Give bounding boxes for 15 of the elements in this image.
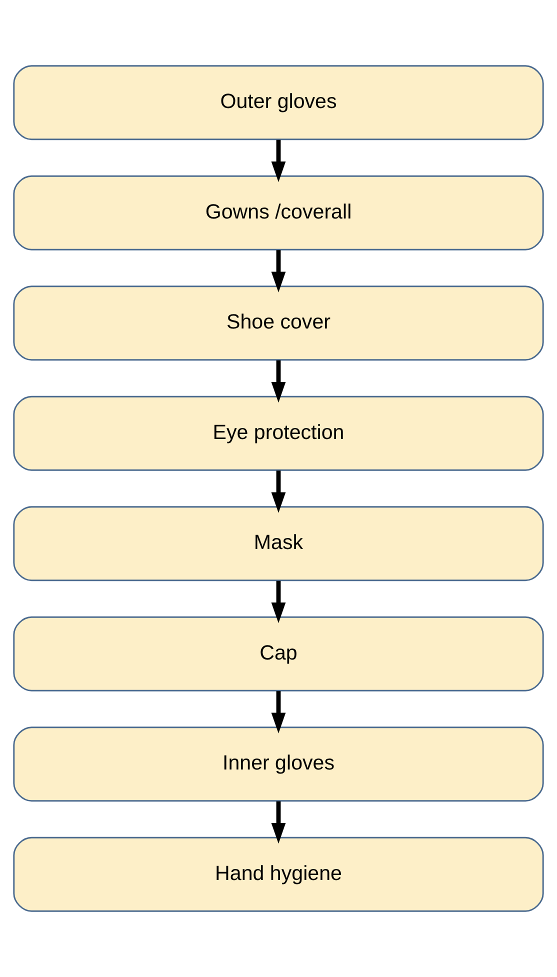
node-box: Cap [13, 616, 544, 692]
node-box: Hand hygiene [13, 836, 544, 912]
arrow [271, 580, 286, 624]
node-box: Shoe cover [13, 286, 544, 361]
arrow [271, 801, 286, 844]
node-box: Gowns /coverall [13, 175, 544, 250]
node-box: Mask [13, 506, 544, 582]
arrow [271, 470, 286, 513]
arrow [271, 360, 286, 403]
arrow [271, 250, 286, 292]
arrow [271, 140, 286, 182]
arrow [271, 691, 286, 734]
node-box: Inner gloves [13, 726, 544, 802]
node-box: Eye protection [13, 396, 544, 471]
node-box: Outer gloves [13, 65, 544, 140]
